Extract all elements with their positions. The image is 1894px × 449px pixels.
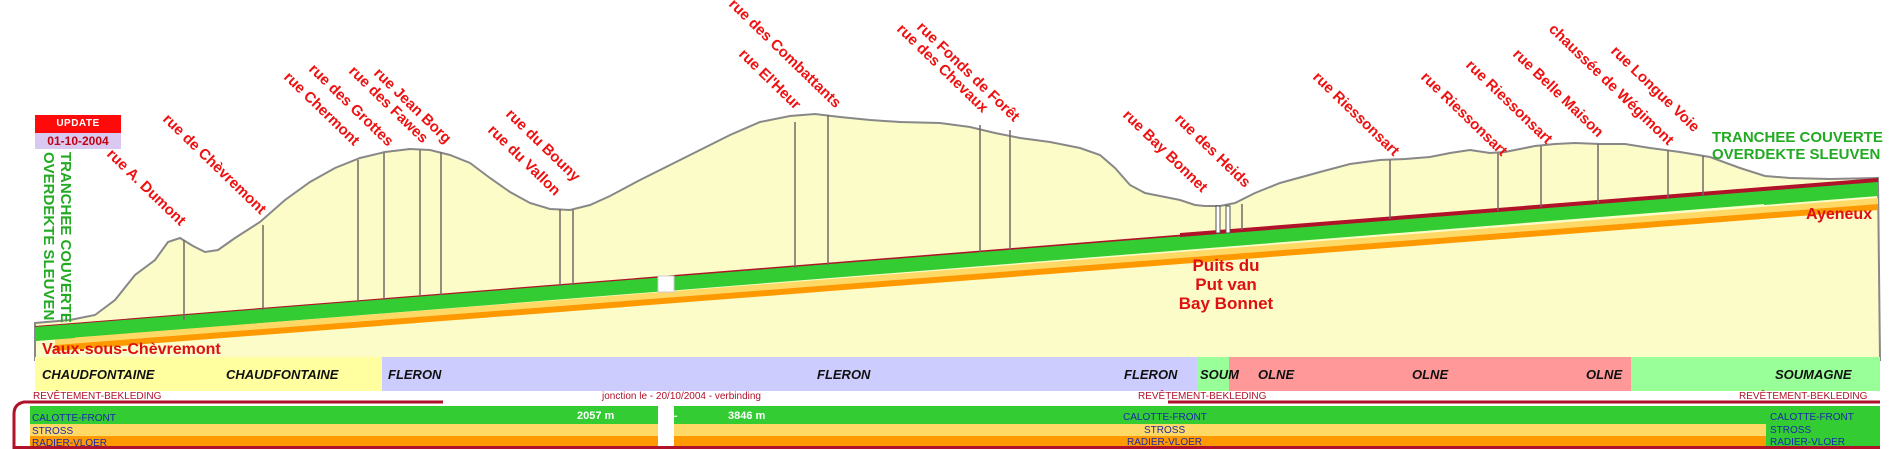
shaft-label-line2: Put van bbox=[1195, 275, 1256, 294]
revetement-left: REVÊTEMENT-BEKLEDING bbox=[33, 389, 162, 402]
commune-label: FLERON bbox=[1124, 367, 1178, 382]
commune-bands bbox=[35, 357, 1880, 391]
length-gap: -60- bbox=[658, 410, 678, 422]
stross-right: STROSS bbox=[1770, 425, 1811, 436]
length-right: 3846 m bbox=[728, 410, 766, 422]
tunnel-radier-band bbox=[55, 204, 1878, 351]
revetement-right: REVÊTEMENT-BEKLEDING bbox=[1739, 389, 1868, 402]
tunnel-left-line1: TRANCHEE COUVERTE bbox=[57, 152, 74, 323]
place-end: Ayeneux bbox=[1806, 206, 1872, 223]
commune-label: FLERON bbox=[388, 367, 442, 382]
commune-label: FLERON bbox=[817, 367, 871, 382]
update-label: UPDATE bbox=[35, 115, 121, 133]
tunnel-stross-band bbox=[55, 198, 1878, 345]
revetement-mid: REVÊTEMENT-BEKLEDING bbox=[1138, 389, 1267, 402]
tunnel-calotte-band bbox=[35, 181, 1878, 341]
calotte-left: CALOTTE-FRONT bbox=[32, 413, 116, 424]
stross-mid: STROSS bbox=[1144, 425, 1185, 436]
tunnel-left-line2: OVERDEKTE SLEUVEN bbox=[40, 152, 57, 320]
street-label: rue Fonds de Forêt bbox=[913, 19, 1023, 126]
radier-right: RADIER-VLOER bbox=[1770, 437, 1845, 448]
shaft-bay-bonnet bbox=[1215, 205, 1231, 234]
street-label: rue Riessonsart bbox=[1309, 69, 1402, 160]
tunnel-right-line1: TRANCHEE COUVERTE bbox=[1712, 129, 1883, 146]
shaft-label-line1: Puits du bbox=[1192, 256, 1259, 275]
calotte-mid: CALOTTE-FRONT bbox=[1123, 412, 1207, 423]
tunnel-right-line2: OVERDEKTE SLEUVEN bbox=[1712, 146, 1880, 163]
street-label: rue A. Dumont bbox=[103, 146, 189, 230]
commune-label: CHAUDFONTAINE bbox=[42, 367, 155, 382]
tranchee-right bbox=[1764, 181, 1878, 205]
radier-mid: RADIER-VLOER bbox=[1127, 437, 1202, 448]
street-label: rue de Chèvremont bbox=[159, 111, 269, 218]
commune-label: OLNE bbox=[1258, 367, 1294, 382]
place-start: Vaux-sous-Chèvremont bbox=[42, 341, 221, 358]
shaft-label-line3: Bay Bonnet bbox=[1179, 294, 1274, 313]
calotte-right: CALOTTE-FRONT bbox=[1770, 412, 1854, 423]
tranchee-left bbox=[35, 324, 75, 341]
commune-label: CHAUDFONTAINE bbox=[226, 367, 339, 382]
commune-label: OLNE bbox=[1412, 367, 1448, 382]
works-progress bbox=[12, 400, 1880, 449]
jonction-label: jonction le - 20/10/2004 - verbinding bbox=[601, 391, 761, 402]
commune-label: OLNE bbox=[1586, 367, 1622, 382]
update-badge: UPDATE 01-10-2004 bbox=[35, 115, 121, 149]
junction-gap bbox=[657, 275, 675, 293]
length-left: 2057 m bbox=[577, 410, 615, 422]
commune-label: SOUMAGNE bbox=[1775, 367, 1852, 382]
commune-label: SOUM bbox=[1200, 367, 1240, 382]
radier-left: RADIER-VLOER bbox=[32, 438, 107, 449]
stross-left: STROSS bbox=[32, 426, 73, 437]
update-date: 01-10-2004 bbox=[35, 133, 121, 149]
street-label: rue Bay Bonnet bbox=[1119, 107, 1211, 196]
